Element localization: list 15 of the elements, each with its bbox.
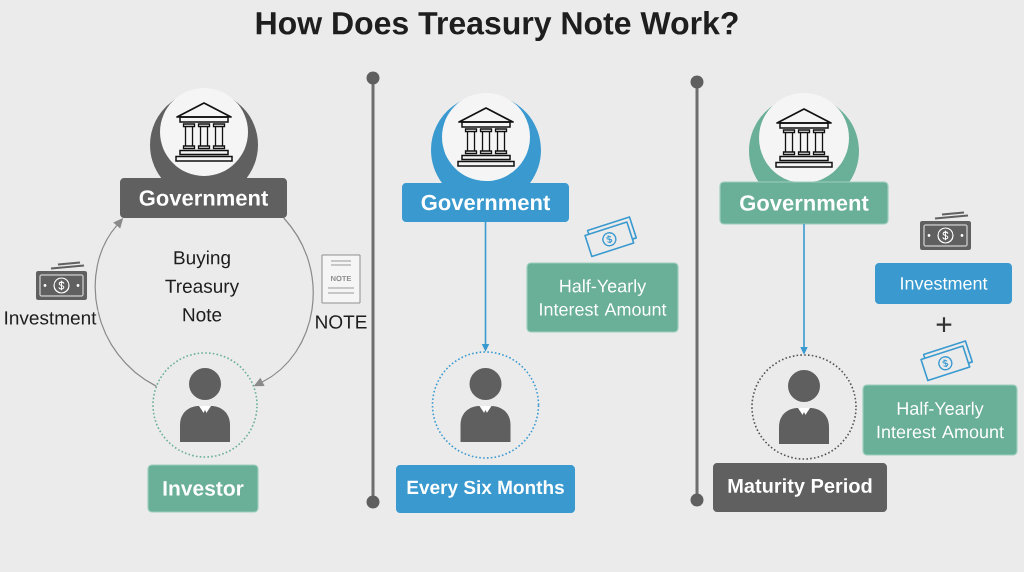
arrow: [94, 218, 158, 387]
label-box: Half-Yearly Interest Amount: [862, 384, 1018, 456]
label-box: Maturity Period: [713, 463, 887, 512]
label-box: Every Six Months: [396, 465, 575, 513]
label-box: Government: [402, 183, 569, 222]
edge-label: Investment: [2, 310, 98, 326]
label-box: Investor: [147, 464, 259, 513]
edge-label: NOTE: [313, 314, 369, 330]
label-box: Half-Yearly Interest Amount: [526, 262, 679, 333]
plus-sign: +: [936, 317, 952, 332]
label-box: Government: [120, 178, 287, 218]
label-box: Government: [719, 181, 889, 225]
label-box: Investment: [875, 263, 1012, 304]
title: How Does Treasury Note Work?: [256, 11, 738, 41]
center-text: Buying Treasury Note: [165, 250, 240, 322]
